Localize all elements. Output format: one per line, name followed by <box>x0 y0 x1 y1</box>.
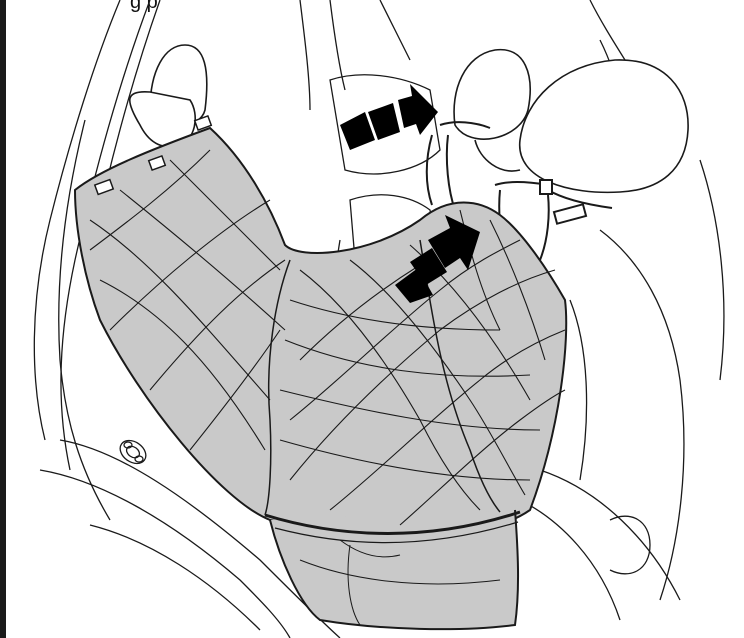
upper-arrow-dash-1 <box>340 112 375 150</box>
front-right-headrest <box>520 60 688 192</box>
upper-arrow-head <box>398 84 438 135</box>
seat-cover-flap <box>270 510 518 629</box>
upper-arrow-group <box>340 84 438 150</box>
seat-cover <box>75 128 566 629</box>
seat-cover-body <box>75 128 566 536</box>
front-left-headrest <box>454 50 530 140</box>
